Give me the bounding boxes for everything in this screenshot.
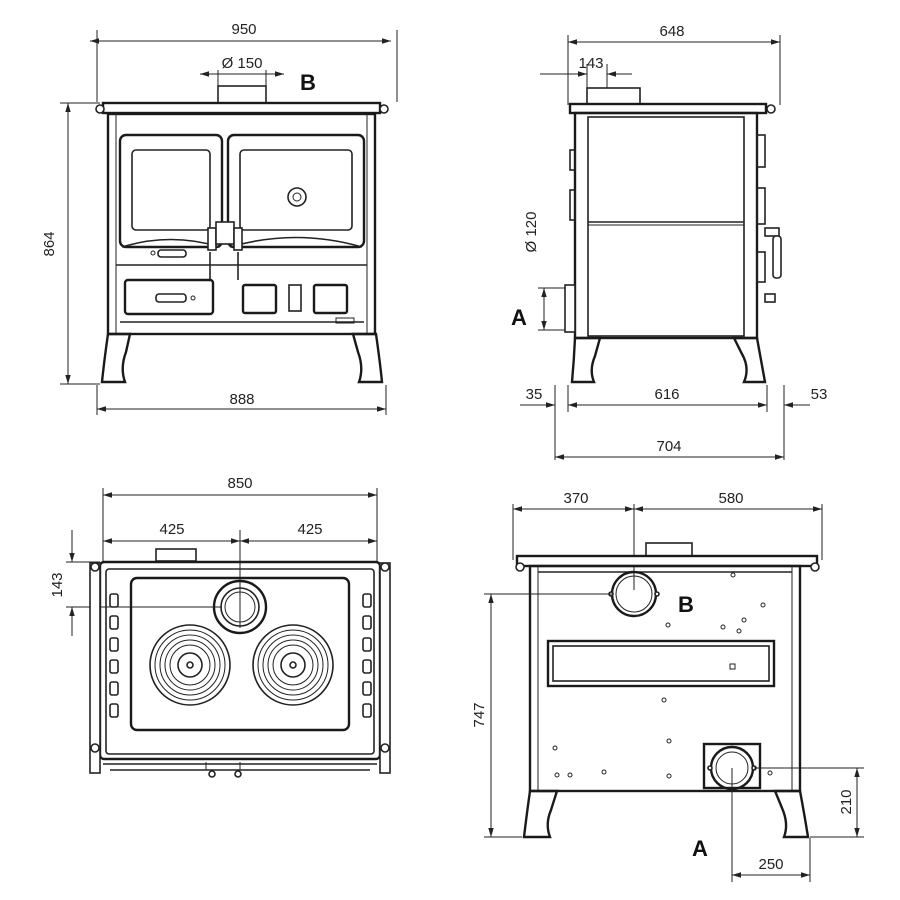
cooking-plate (129, 576, 351, 732)
front-view: 950 Ø 150 B 864 (41, 21, 398, 415)
front-right-leg (351, 332, 384, 384)
side-depth-top-label: 648 (659, 23, 684, 40)
side-body (573, 111, 759, 340)
back-inlet-height-label: 210 (838, 789, 855, 814)
front-width-top-label: 950 (231, 21, 256, 38)
back-flue-height-label: 747 (471, 702, 488, 727)
side-top-plate (568, 102, 768, 115)
top-half-left-label: 425 (159, 521, 184, 538)
oven-thermometer-icon (287, 187, 307, 207)
hot-plate-right (252, 624, 334, 706)
hot-plate-left (149, 624, 231, 706)
side-inlet-diameter-label: Ø 120 (523, 212, 540, 253)
front-flue-pipe (217, 85, 267, 104)
side-right-offset-label: 53 (811, 386, 828, 403)
back-view: 370 580 B (471, 490, 864, 882)
back-inlet-offset-label: 250 (758, 856, 783, 873)
back-flue-left-label: 370 (563, 490, 588, 507)
front-height-label: 864 (41, 231, 58, 256)
back-flue-right-label: 580 (718, 490, 743, 507)
front-flue-label-b: B (300, 70, 316, 95)
top-flue-offset-label: 143 (49, 572, 66, 597)
side-total-depth-label: 704 (656, 438, 681, 455)
back-body (528, 564, 802, 793)
top-half-right-label: 425 (297, 521, 322, 538)
front-flue-diameter-label: Ø 150 (222, 55, 263, 72)
back-flue-label-b: B (678, 592, 694, 617)
front-body (106, 112, 377, 336)
top-view: 850 425 425 143 (49, 475, 391, 778)
oven-door (226, 133, 366, 249)
front-width-bottom-label: 888 (229, 391, 254, 408)
back-inlet-label-a: A (692, 836, 708, 861)
side-view: 648 143 Ø 120 A (511, 23, 827, 460)
air-inlet-a (564, 284, 576, 333)
top-flue-collar (212, 579, 268, 635)
top-width-label: 850 (227, 475, 252, 492)
ash-drawer (123, 278, 215, 316)
side-flue-offset-label: 143 (578, 55, 603, 72)
front-top-plate (101, 101, 382, 115)
side-body-depth-label: 616 (654, 386, 679, 403)
back-top-plate (515, 554, 819, 568)
side-left-offset-label: 35 (526, 386, 543, 403)
firebox-door (118, 133, 224, 249)
side-inlet-label-a: A (511, 305, 527, 330)
front-left-leg (100, 332, 132, 384)
back-panel (546, 639, 776, 688)
